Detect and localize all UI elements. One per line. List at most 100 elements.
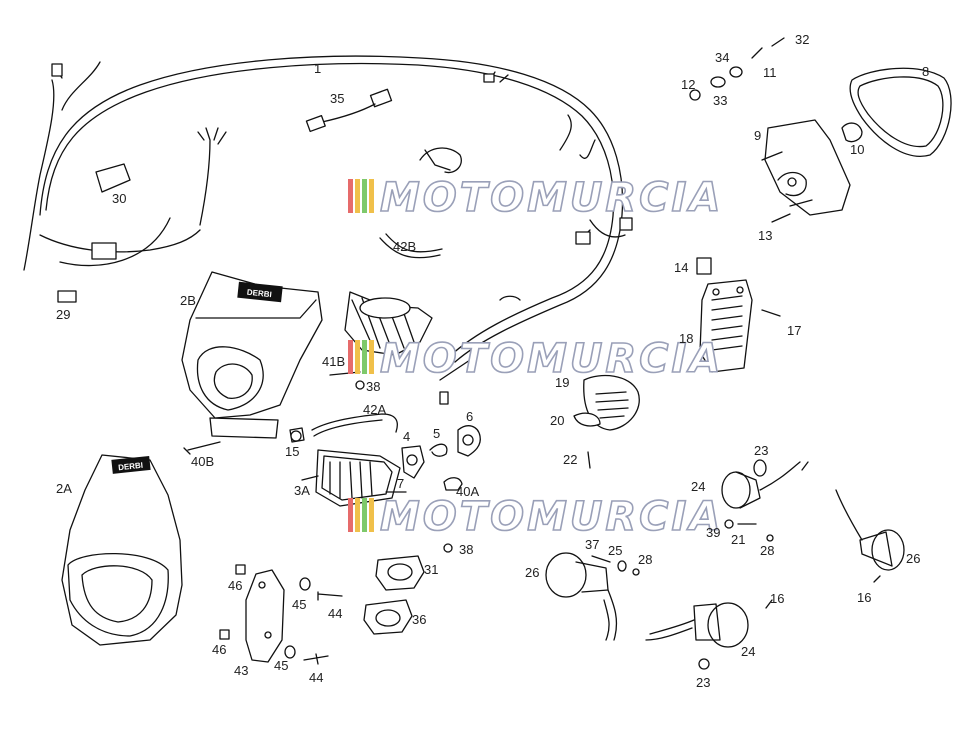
part-label: 5 [433,426,440,441]
headlight-reflector [344,291,433,356]
screw [183,441,221,455]
part-label: 37 [585,537,599,552]
bolt [317,591,343,601]
harness-relay-box [91,242,117,260]
part-label: 31 [424,562,438,577]
part-label: 36 [412,612,426,627]
part-label: 44 [328,606,342,621]
nut [766,534,774,542]
part-label: 21 [731,532,745,547]
screw [765,599,773,609]
tail-light-lens [849,67,952,157]
bolt [789,199,813,207]
part-label: 45 [292,597,306,612]
part-label: 35 [330,91,344,106]
bolt [303,653,329,665]
part-label: 45 [274,658,288,673]
part-label: 13 [758,228,772,243]
rubber-boot [443,477,463,491]
part-labels: 1 2A 2B 3A 4 5 6 7 8 9 10 11 12 13 14 15… [56,32,929,690]
watermark-text: MOTOMURCIA [380,336,723,382]
tail-light-housing [764,119,851,216]
spacer [729,66,743,78]
part-label: 43 [234,663,248,678]
part-label: 9 [754,128,761,143]
part-label: 25 [608,543,622,558]
washer [284,645,296,659]
rubber-grommet [95,163,131,193]
part-label: 32 [795,32,809,47]
headlight-unit [301,449,407,507]
clip [696,257,712,275]
part-label: 26 [525,565,539,580]
watermark-text: MOTOMURCIA [380,494,723,540]
part-label: 6 [466,409,473,424]
derbi-logo-text: DERBI [118,461,144,473]
derbi-logo [237,281,283,303]
nut [443,543,453,553]
part-label: 16 [857,590,871,605]
part-label: 12 [681,77,695,92]
part-label: 40A [456,484,479,499]
part-label: 2A [56,481,72,496]
tail-bulb [841,122,863,143]
part-label: 18 [679,331,693,346]
part-label: 34 [715,50,729,65]
part-label: 15 [285,444,299,459]
turn-signal-rear-right [721,459,809,509]
derbi-logo-text: DERBI [246,288,272,300]
washer [299,577,311,591]
mounting-bracket [245,569,285,663]
part-label: 41B [322,354,345,369]
screw [873,575,881,583]
part-label: 2B [180,293,196,308]
part-label: 42B [393,239,416,254]
halogen-bulb [457,425,481,457]
watermark-text: MOTOMURCIA [380,175,723,221]
part-label: 38 [366,379,380,394]
horn-bracket [573,412,601,427]
screw [771,213,791,223]
part-label: 4 [403,429,410,444]
part-label: 28 [760,543,774,558]
turn-signal-front-left [545,552,618,641]
part-label: 23 [696,675,710,690]
watermark: MOTOMURCIA [348,335,723,383]
part-label: 22 [563,452,577,467]
part-label: 44 [309,670,323,685]
voltage-regulator [699,279,753,373]
part-label: 40B [191,454,214,469]
part-label: 11 [763,65,777,80]
watermark: MOTOMURCIA [348,493,723,541]
part-label: 24 [741,644,755,659]
front-fairing-upper: DERBI [181,271,323,439]
bulb-socket [401,445,425,479]
headlight-bracket [311,413,398,437]
nut [219,629,230,640]
screw [591,555,611,563]
turn-signal-rear-left [835,489,905,571]
harness-connector [575,231,591,245]
rubber-hose [379,233,443,259]
screw [587,451,591,469]
part-label: 10 [850,142,864,157]
part-label: 46 [212,642,226,657]
bolt [761,151,783,161]
nut [698,658,710,670]
part-label: 33 [713,93,727,108]
part-label: 7 [397,476,404,491]
wiring-harness [23,55,633,381]
spring-clip [429,443,448,457]
nut [290,430,302,442]
washer [710,76,726,88]
part-label: 23 [754,443,768,458]
part-label: 20 [550,413,564,428]
part-label: 17 [787,323,801,338]
nut [355,380,365,390]
front-fairing-lower: DERBI [61,454,183,646]
washer [724,519,734,529]
nut [689,89,701,101]
part-label: 30 [112,191,126,206]
part-label: 42A [363,402,386,417]
nut [632,568,640,576]
